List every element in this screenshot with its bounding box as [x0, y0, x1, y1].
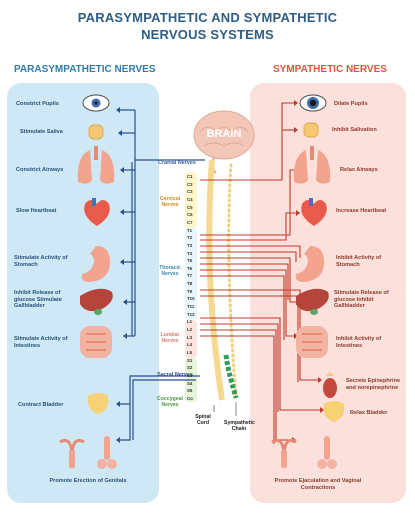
vertebra-label-c4: C4 [187, 196, 193, 202]
right-label-ejaculation: Promote Ejaculation and Vaginal Contract… [274, 478, 362, 491]
thoracic-nerves-label: Thoracic Nerves [159, 265, 181, 277]
vertebra-label-c7: C7 [187, 219, 193, 225]
right-intestines-icon [296, 326, 328, 358]
vertebra-label-c5: C5 [187, 204, 193, 210]
right-label-relax-airways: Relax Airways [340, 167, 378, 173]
right-liver-icon [296, 288, 329, 315]
right-bladder-icon [323, 401, 345, 422]
vertebra-label-t1: T1 [187, 227, 193, 233]
left-male-reproductive-icon [97, 436, 117, 469]
vertebra-label-c1: C1 [187, 174, 193, 179]
right-heart-icon [301, 198, 327, 226]
right-lungs-icon [293, 146, 331, 184]
title-line-1: PARASYMPATHETIC AND SYMPATHETIC [77, 10, 338, 25]
right-label-increase-heartbeat: Increase Heartbeat [336, 208, 387, 214]
vertebra-label-t12: T12 [187, 311, 195, 317]
right-female-reproductive-icon [271, 438, 297, 468]
sympathetic-chain-label: Sympathetic Chain [224, 420, 255, 432]
right-label-dilate-pupils: Dilate Pupils [334, 101, 368, 107]
vertebra-label-t5: T5 [187, 258, 193, 264]
parasympathetic-arrowheads [116, 107, 127, 443]
vertebra-label-c3: C3 [187, 189, 193, 195]
left-heart-icon [84, 198, 110, 226]
left-eye-icon [82, 94, 110, 112]
cervical-nerves-label: Cervical Nerves [159, 196, 181, 208]
left-label-gallbladder: Inhibit Release of glucose Stimulate Gal… [14, 290, 62, 310]
vertebra-label-co: Co [187, 395, 193, 401]
left-salivary-gland-icon [88, 124, 104, 140]
right-eye-icon [299, 94, 327, 112]
cervical-bar [185, 172, 197, 228]
left-label-stomach: Stimulate Activity of Stomach [14, 255, 68, 268]
title-line-2: NERVOUS SYSTEMS [141, 27, 274, 42]
right-label-inhibit-salivation: Inhibit Salivation [332, 127, 377, 133]
sacral-nerves-label: Sacral Nerves [157, 372, 193, 378]
vertebra-label-t7: T7 [187, 273, 193, 279]
left-label-genitals: Promote Erection of Genitals [49, 478, 127, 484]
vertebra-label-l3: L3 [187, 334, 193, 340]
left-label-stimulate-saliva: Stimulate Saliva [20, 129, 63, 135]
vertebra-label-l4: L4 [187, 342, 193, 348]
left-label-constrict-airways: Constrict Airways [16, 167, 64, 173]
parasympathetic-panel [7, 83, 159, 503]
vertebra-label-t2: T2 [187, 235, 193, 241]
left-label-slow-heartbeat: Slow Heartbeat [16, 208, 57, 214]
vertebra-label-s2: S2 [187, 365, 193, 371]
vertebra-label-l5: L5 [187, 349, 193, 355]
right-stomach-icon [295, 246, 324, 282]
vertebra-label-t11: T11 [187, 304, 195, 310]
left-intestines-icon [80, 326, 112, 358]
vertebra-label-c2: C2 [187, 181, 193, 187]
vertebra-label-s3: S3 [187, 372, 193, 378]
right-label-epinephrine: Secrete Epinephrine and norepinephrine [346, 378, 401, 391]
sympathetic-nerves [200, 102, 320, 444]
left-stomach-icon [81, 246, 110, 282]
spinal-cord-label: Spinal Cord [195, 414, 211, 426]
left-label-constrict-pupils: Constrict Pupils [16, 101, 59, 107]
vertebra-label-s5: S5 [187, 388, 193, 394]
vertebra-label-c6: C6 [187, 212, 193, 218]
brain-label: BRAIN [206, 128, 242, 140]
vertebra-label-l1: L1 [187, 319, 193, 325]
right-male-reproductive-icon [317, 436, 337, 469]
vertebra-label-t9: T9 [187, 288, 193, 294]
left-liver-icon [80, 288, 113, 315]
left-female-reproductive-icon [59, 438, 85, 468]
sympathetic-header: SYMPATHETIC NERVES [273, 64, 387, 75]
parasympathetic-header: PARASYMPATHETIC NERVES [14, 64, 156, 75]
right-adrenal-kidney-icon [323, 372, 337, 398]
vertebra-label-l2: L2 [187, 327, 193, 332]
vertebra-label-t4: T4 [187, 250, 193, 256]
parasympathetic-nerves [118, 109, 205, 441]
vertebra-label-t3: T3 [187, 242, 193, 248]
left-lungs-icon [77, 146, 115, 184]
vertebra-label-t6: T6 [187, 265, 193, 271]
vertebra-label-s4: S4 [187, 380, 193, 386]
right-label-gallbladder: Stimulate Release of glucose Inhibit Gal… [334, 290, 389, 310]
lumbar-bar [185, 320, 197, 358]
thoracic-bar [185, 228, 197, 320]
lumbar-nerves-label: Lumbar Nerves [160, 332, 180, 344]
vertebra-label-s1: S1 [187, 357, 193, 363]
right-label-stomach: Inhibit Activity of Stomach [336, 255, 382, 268]
cranial-nerves-label: Cranial Nerves [158, 160, 196, 166]
vertebra-label-t10: T10 [187, 296, 195, 302]
right-label-intestines: Inhibit Activity of Intestines [336, 336, 382, 349]
right-label-relax-bladder: Relax Bladder [350, 410, 388, 416]
coccygeal-nerves-label: Coccygeal Nerves [157, 396, 183, 408]
brain-icon [193, 110, 255, 174]
left-label-contract-bladder: Contract Bladder [18, 402, 64, 408]
spinal-cord [206, 159, 238, 401]
right-salivary-gland-icon [303, 122, 319, 138]
left-bladder-icon [87, 393, 109, 414]
vertebra-label-t8: T8 [187, 281, 193, 287]
left-label-intestines: Stimulate Activity of Intestines [14, 336, 68, 349]
